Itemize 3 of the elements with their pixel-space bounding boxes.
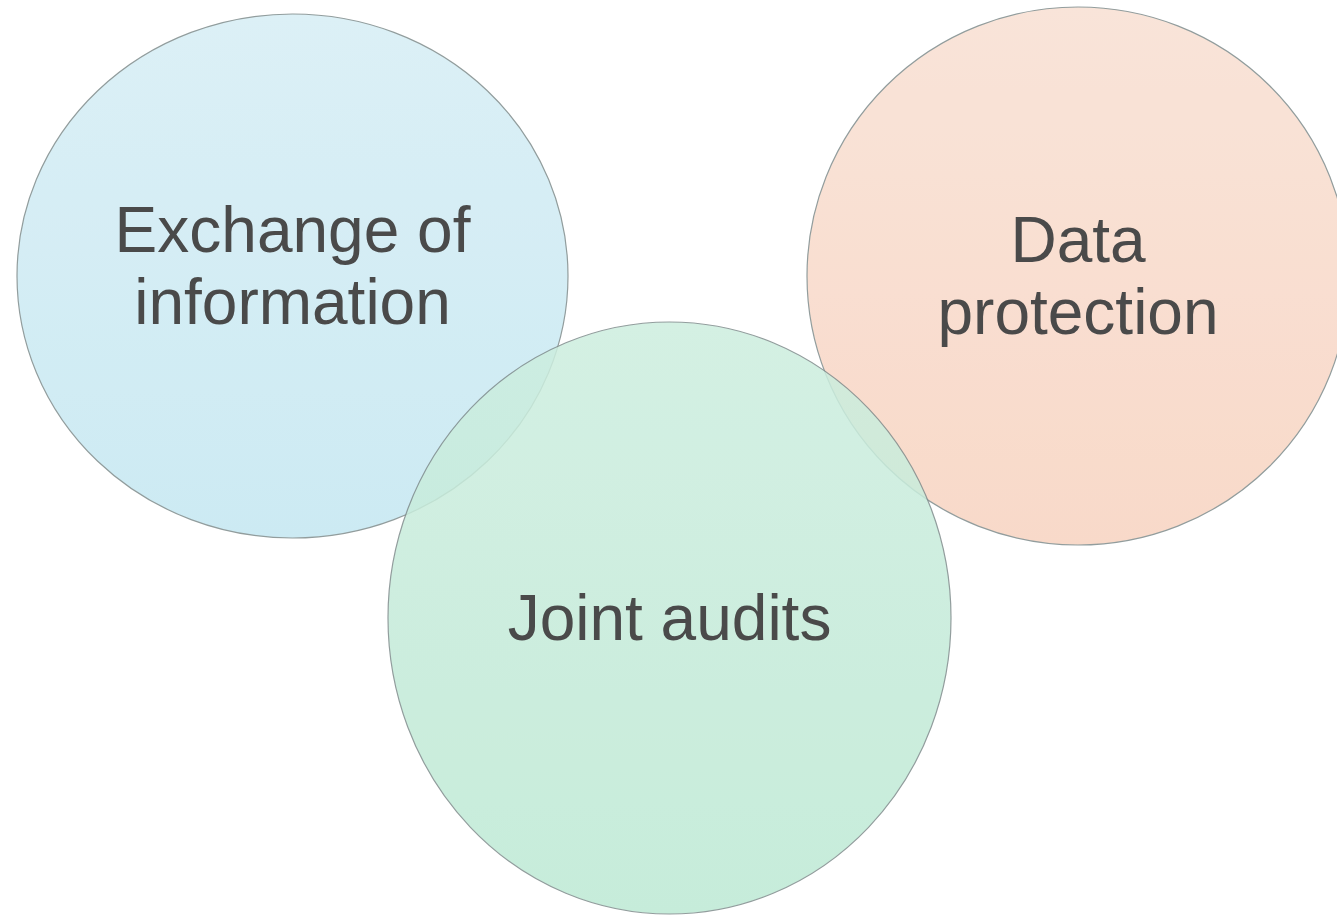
circle-label: Exchange of information	[113, 194, 472, 338]
circle-label: Joint audits	[507, 582, 832, 654]
circle-label: Data protection	[936, 204, 1220, 348]
